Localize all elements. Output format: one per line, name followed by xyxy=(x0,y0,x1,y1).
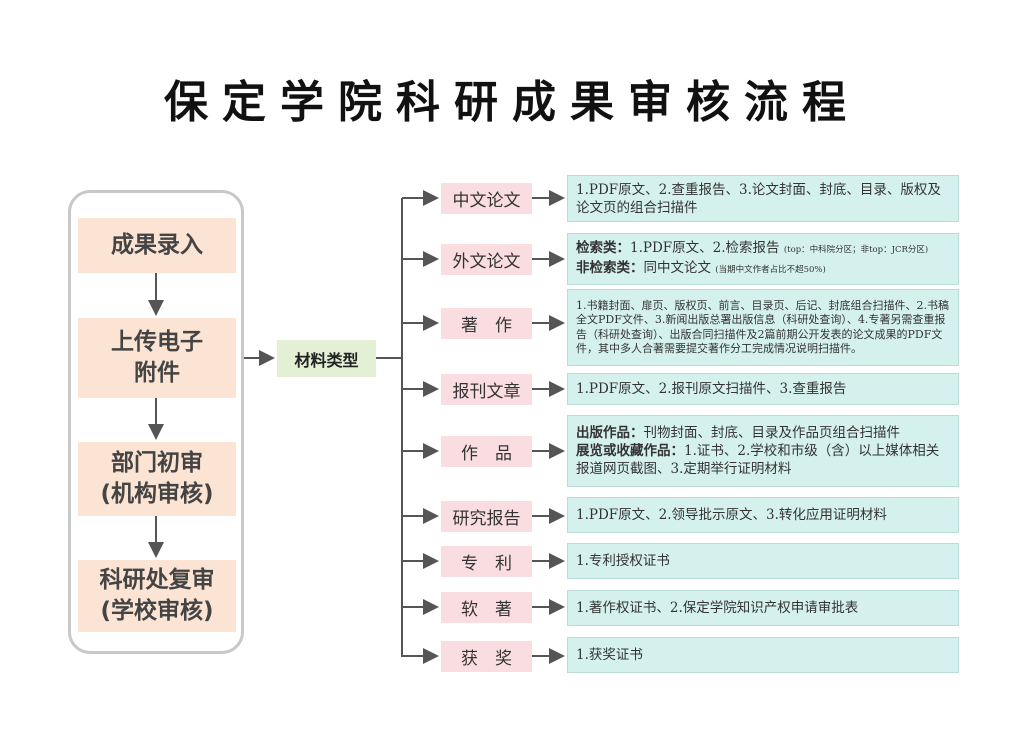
content-text: 1.证书、2.学校和市级（含）以上媒体相关报道网页截图、3.定期举行证明材料 xyxy=(576,443,940,477)
content-label: 非检索类： xyxy=(576,260,644,276)
step-department-review: 部门初审(机构审核) xyxy=(78,442,236,516)
content-text: 刊物封面、封底、目录及作品页组合扫描件 xyxy=(643,425,901,441)
category-3: 报刊文章 xyxy=(441,374,532,405)
step-result-entry: 成果录入 xyxy=(78,218,236,273)
category-2: 著 作 xyxy=(441,308,532,339)
content-text: 1.PDF原文、2.领导批示原文、3.转化应用证明材料 xyxy=(576,507,887,523)
content-label: 展览或收藏作品： xyxy=(576,443,684,459)
category-4: 作 品 xyxy=(441,436,532,467)
content-text: 1.PDF原文、2.查重报告、3.论文封面、封底、目录、版权及论文页的组合扫描件 xyxy=(576,181,941,216)
content-line: 检索类：1.PDF原文、2.检索报告 (top：中科院分区；非top：JCR分区… xyxy=(576,239,950,259)
category-content-0: 1.PDF原文、2.查重报告、3.论文封面、封底、目录、版权及论文页的组合扫描件 xyxy=(567,175,959,222)
content-text: 1.著作权证书、2.保定学院知识产权申请审批表 xyxy=(576,600,859,616)
content-text: 1.书籍封面、扉页、版权页、前言、目录页、后记、封底组合扫描件、2.书稿全文PD… xyxy=(576,298,949,356)
material-type-node: 材料类型 xyxy=(277,340,376,377)
content-text: 同中文论文 xyxy=(643,260,712,276)
content-text: 1.PDF原文、2.报刊原文扫描件、3.查重报告 xyxy=(576,381,847,397)
content-label: 检索类： xyxy=(576,240,630,256)
category-content-7: 1.著作权证书、2.保定学院知识产权申请审批表 xyxy=(567,590,959,626)
category-content-3: 1.PDF原文、2.报刊原文扫描件、3.查重报告 xyxy=(567,373,959,405)
category-content-1: 检索类：1.PDF原文、2.检索报告 (top：中科院分区；非top：JCR分区… xyxy=(567,233,959,285)
category-7: 软 著 xyxy=(441,592,532,623)
content-label: 出版作品： xyxy=(576,425,644,441)
content-text: 1.获奖证书 xyxy=(576,647,643,663)
category-content-8: 1.获奖证书 xyxy=(567,637,959,673)
content-note: (当期中文作者占比不超50%) xyxy=(715,265,826,275)
category-5: 研究报告 xyxy=(441,501,532,532)
category-0: 中文论文 xyxy=(441,183,532,214)
process-flow-container xyxy=(68,190,244,654)
category-6: 专 利 xyxy=(441,546,532,577)
category-content-4: 出版作品：刊物封面、封底、目录及作品页组合扫描件展览或收藏作品：1.证书、2.学… xyxy=(567,415,959,487)
content-text: 1.PDF原文、2.检索报告 xyxy=(630,240,780,256)
content-line: 出版作品：刊物封面、封底、目录及作品页组合扫描件 xyxy=(576,424,950,442)
category-content-2: 1.书籍封面、扉页、版权页、前言、目录页、后记、封底组合扫描件、2.书稿全文PD… xyxy=(567,289,959,366)
page-title: 保定学院科研成果审核流程 xyxy=(164,77,860,128)
step-upload-attachments: 上传电子附件 xyxy=(78,318,236,398)
content-note: (top：中科院分区；非top：JCR分区) xyxy=(783,245,929,255)
content-text: 1.专利授权证书 xyxy=(576,553,670,569)
category-content-5: 1.PDF原文、2.领导批示原文、3.转化应用证明材料 xyxy=(567,497,959,533)
category-1: 外文论文 xyxy=(441,244,532,275)
content-line: 展览或收藏作品：1.证书、2.学校和市级（含）以上媒体相关报道网页截图、3.定期… xyxy=(576,442,950,478)
step-research-office-review: 科研处复审(学校审核) xyxy=(78,560,236,632)
content-line: 非检索类：同中文论文 (当期中文作者占比不超50%) xyxy=(576,259,950,279)
category-8: 获 奖 xyxy=(441,641,532,672)
category-content-6: 1.专利授权证书 xyxy=(567,543,959,579)
